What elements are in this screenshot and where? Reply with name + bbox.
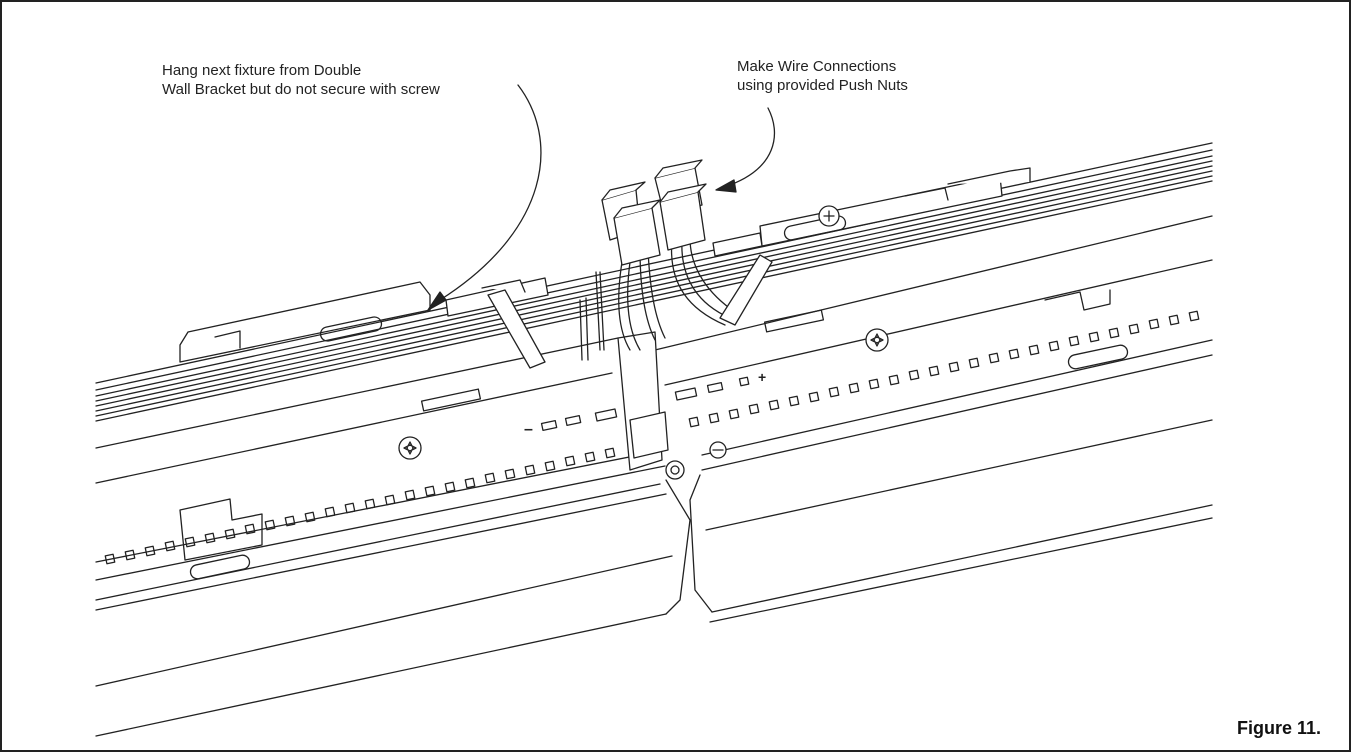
push-nut-connector: [601, 159, 707, 266]
callout-arrow-wire: [729, 107, 776, 186]
polarity-minus-mark: –: [524, 421, 533, 438]
callout-wire-line1: Make Wire Connections: [737, 58, 897, 75]
connector-block: [617, 331, 727, 480]
left-fixture: [95, 337, 691, 737]
callout-wire-line2: using provided Push Nuts: [737, 77, 908, 94]
callout-arrow-hang: [439, 84, 542, 301]
ribbon-cable: [487, 254, 773, 369]
bracket-slot: [319, 215, 847, 342]
arrowhead-icon: [427, 291, 447, 311]
callout-wire-connections: Make Wire Connections using provided Pus…: [737, 57, 908, 95]
callout-hang-line1: Hang next fixture from Double: [162, 62, 362, 79]
right-fixture: [654, 215, 1213, 623]
led-row-left: [104, 408, 618, 565]
screw-icon: [398, 205, 889, 460]
led-row-right: [674, 310, 1200, 428]
arrowhead-icon: [715, 179, 737, 193]
wall-channel: [95, 142, 1213, 422]
callout-hang-fixture: Hang next fixture from Double Wall Brack…: [162, 61, 440, 99]
polarity-plus-mark: +: [758, 369, 766, 385]
figure-label: Figure 11.: [1236, 718, 1321, 738]
callout-hang-line2: Wall Bracket but do not secure with scre…: [162, 81, 440, 98]
